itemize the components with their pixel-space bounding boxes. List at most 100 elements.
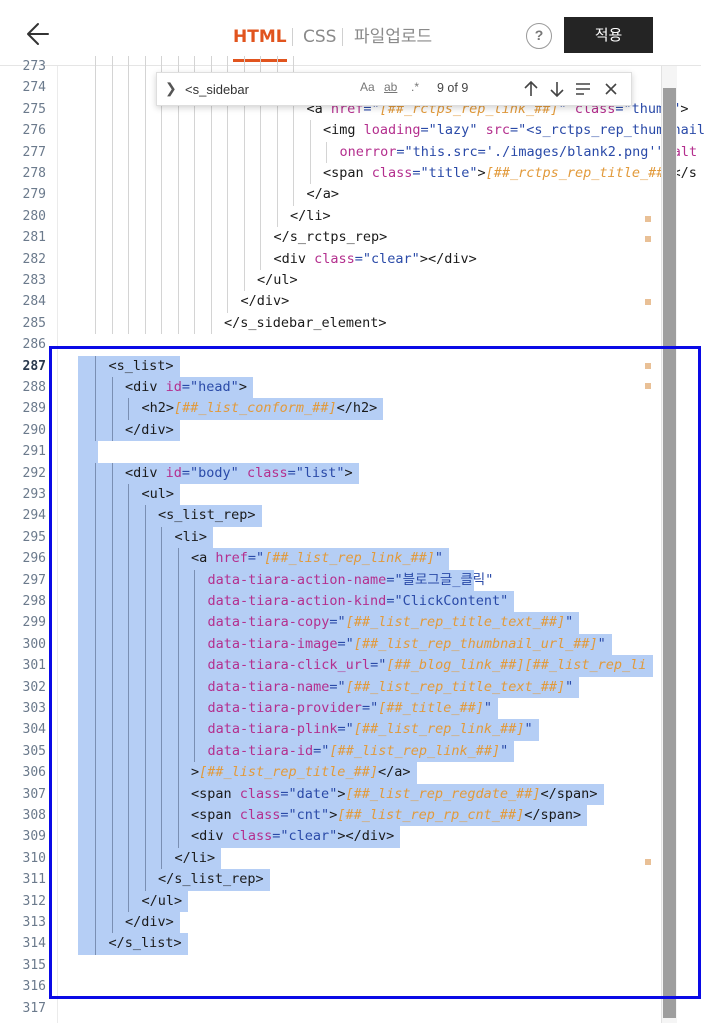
- code-line[interactable]: </s_sidebar_element>: [224, 313, 387, 334]
- code-line[interactable]: </a>: [307, 184, 340, 205]
- indent-guide: [276, 163, 278, 185]
- help-button[interactable]: ?: [526, 23, 552, 49]
- code-line[interactable]: data-tiara-action-name="블로그글_클릭": [208, 570, 494, 591]
- code-line[interactable]: <s_list>: [109, 356, 174, 377]
- code-line[interactable]: data-tiara-copy="[##_list_rep_title_text…: [208, 612, 574, 633]
- indent-guide: [293, 98, 294, 121]
- indent-guide: [111, 591, 113, 613]
- code-token: <div: [125, 379, 166, 395]
- code-token: </div>: [125, 914, 174, 930]
- code-line[interactable]: <div class="clear"></div>: [191, 826, 394, 847]
- code-line[interactable]: <span class="date">[##_list_rep_regdate_…: [191, 784, 597, 805]
- indent-guide: [95, 141, 96, 163]
- match-case-toggle[interactable]: Aa: [360, 80, 375, 94]
- tab-file-upload[interactable]: 파일업로드: [354, 27, 433, 47]
- indent-guide: [227, 163, 228, 185]
- code-line[interactable]: </div>: [125, 912, 174, 933]
- code-line[interactable]: </s_list_rep>: [158, 869, 264, 890]
- indent-guide: [194, 740, 195, 763]
- vertical-scrollbar-thumb[interactable]: [663, 88, 676, 1018]
- code-token: <div: [125, 464, 166, 481]
- code-line[interactable]: <s_list_rep>: [158, 505, 256, 526]
- code-token: [##_blog_link_##][##_list_rep_li: [386, 657, 647, 674]
- code-line[interactable]: data-tiara-plink="[##_list_rep_link_##]": [208, 719, 533, 740]
- overview-marker: [645, 363, 651, 369]
- indent-guide: [111, 484, 113, 506]
- selection-highlight: [78, 676, 580, 698]
- code-line[interactable]: data-tiara-click_url="[##_blog_link_##][…: [208, 655, 647, 676]
- indent-guide: [144, 698, 146, 720]
- match-whole-word-toggle[interactable]: ab: [384, 80, 398, 94]
- line-number: 280: [22, 208, 46, 224]
- code-line[interactable]: data-tiara-provider="[##_title_##]": [208, 698, 493, 719]
- indent-guide: [111, 698, 113, 720]
- line-number: 310: [22, 850, 46, 866]
- code-line[interactable]: </ul>: [257, 270, 298, 291]
- code-line[interactable]: </ul>: [142, 891, 183, 912]
- code-line[interactable]: <img loading="lazy" src="<s_rctps_rep_th…: [323, 120, 705, 141]
- code-token: src: [485, 122, 510, 139]
- code-area[interactable]: <a href="[##_rctps_rep_link_##]" class="…: [58, 56, 705, 1023]
- line-number: 316: [22, 979, 46, 995]
- previous-match-button[interactable]: [519, 76, 543, 102]
- code-line[interactable]: <ul>: [142, 484, 175, 505]
- indent-guide: [95, 612, 96, 634]
- code-token: class: [231, 828, 273, 845]
- indent-guide: [177, 655, 179, 677]
- code-token: >: [329, 807, 338, 823]
- overview-marker: [645, 299, 651, 305]
- indent-guide: [95, 869, 96, 891]
- indent-guide: [177, 591, 179, 613]
- code-line[interactable]: data-tiara-image="[##_list_rep_thumbnail…: [208, 634, 606, 655]
- code-line[interactable]: <h2>[##_list_conform_##]</h2>: [142, 398, 378, 419]
- code-line[interactable]: data-tiara-action-kind="ClickContent": [208, 591, 509, 612]
- code-token: <a: [191, 550, 216, 567]
- indent-guide: [128, 847, 129, 870]
- code-line[interactable]: <span class="cnt">[##_list_rep_rp_cnt_##…: [191, 805, 581, 826]
- code-line[interactable]: <div class="clear"></div>: [274, 249, 477, 270]
- line-number: 291: [22, 444, 46, 460]
- code-line[interactable]: <div id="head">: [125, 377, 247, 398]
- back-arrow-button[interactable]: [22, 18, 56, 50]
- overview-marker: [645, 236, 651, 242]
- use-regex-toggle[interactable]: .*: [411, 80, 420, 94]
- tab-html[interactable]: HTML: [233, 27, 287, 62]
- indent-guide: [260, 120, 261, 142]
- code-token: ": [565, 614, 574, 631]
- expand-replace-chevron-icon[interactable]: ❯: [165, 80, 177, 96]
- code-line[interactable]: <div id="body" class="list">: [125, 463, 353, 484]
- code-line[interactable]: </li>: [175, 848, 216, 869]
- code-line[interactable]: </s_list>: [109, 933, 182, 954]
- code-line[interactable]: </li>: [290, 206, 331, 227]
- indent-guide: [95, 569, 96, 591]
- code-line[interactable]: <li>: [175, 527, 208, 548]
- next-match-button[interactable]: [545, 76, 569, 102]
- code-line[interactable]: </s_rctps_rep>: [274, 227, 388, 248]
- indent-guide: [95, 740, 96, 763]
- code-line[interactable]: data-tiara-name="[##_list_rep_title_text…: [208, 677, 574, 698]
- code-line[interactable]: <span class="title">[##_rctps_rep_title_…: [323, 163, 697, 184]
- code-token: ="this.src='./images/blank2.png'": [396, 143, 673, 160]
- code-line[interactable]: onerror="this.src='./images/blank2.png'"…: [340, 142, 698, 163]
- indent-guide: [95, 762, 96, 784]
- find-input[interactable]: [185, 78, 365, 100]
- close-find-button[interactable]: [599, 76, 623, 102]
- code-line[interactable]: </div>: [125, 420, 174, 441]
- code-line[interactable]: >[##_list_rep_title_##]</a>: [191, 762, 410, 783]
- selection-highlight: [78, 441, 98, 463]
- code-line[interactable]: </div>: [241, 291, 290, 312]
- indent-guide: [144, 98, 146, 121]
- indent-guide: [95, 98, 96, 121]
- indent-guide: [111, 227, 113, 249]
- code-line[interactable]: data-tiara-id="[##_list_rep_link_##]": [208, 741, 509, 762]
- line-number: 285: [22, 315, 46, 331]
- code-token: </a>: [377, 764, 411, 781]
- line-number: 308: [22, 808, 46, 823]
- code-line[interactable]: <a href="[##_list_rep_link_##]": [191, 548, 443, 569]
- find-in-selection-button[interactable]: [571, 76, 595, 102]
- code-token: </s_list>: [108, 935, 182, 952]
- apply-button[interactable]: 적용: [564, 17, 653, 53]
- tab-css[interactable]: CSS: [303, 27, 337, 47]
- indent-guide: [128, 526, 129, 549]
